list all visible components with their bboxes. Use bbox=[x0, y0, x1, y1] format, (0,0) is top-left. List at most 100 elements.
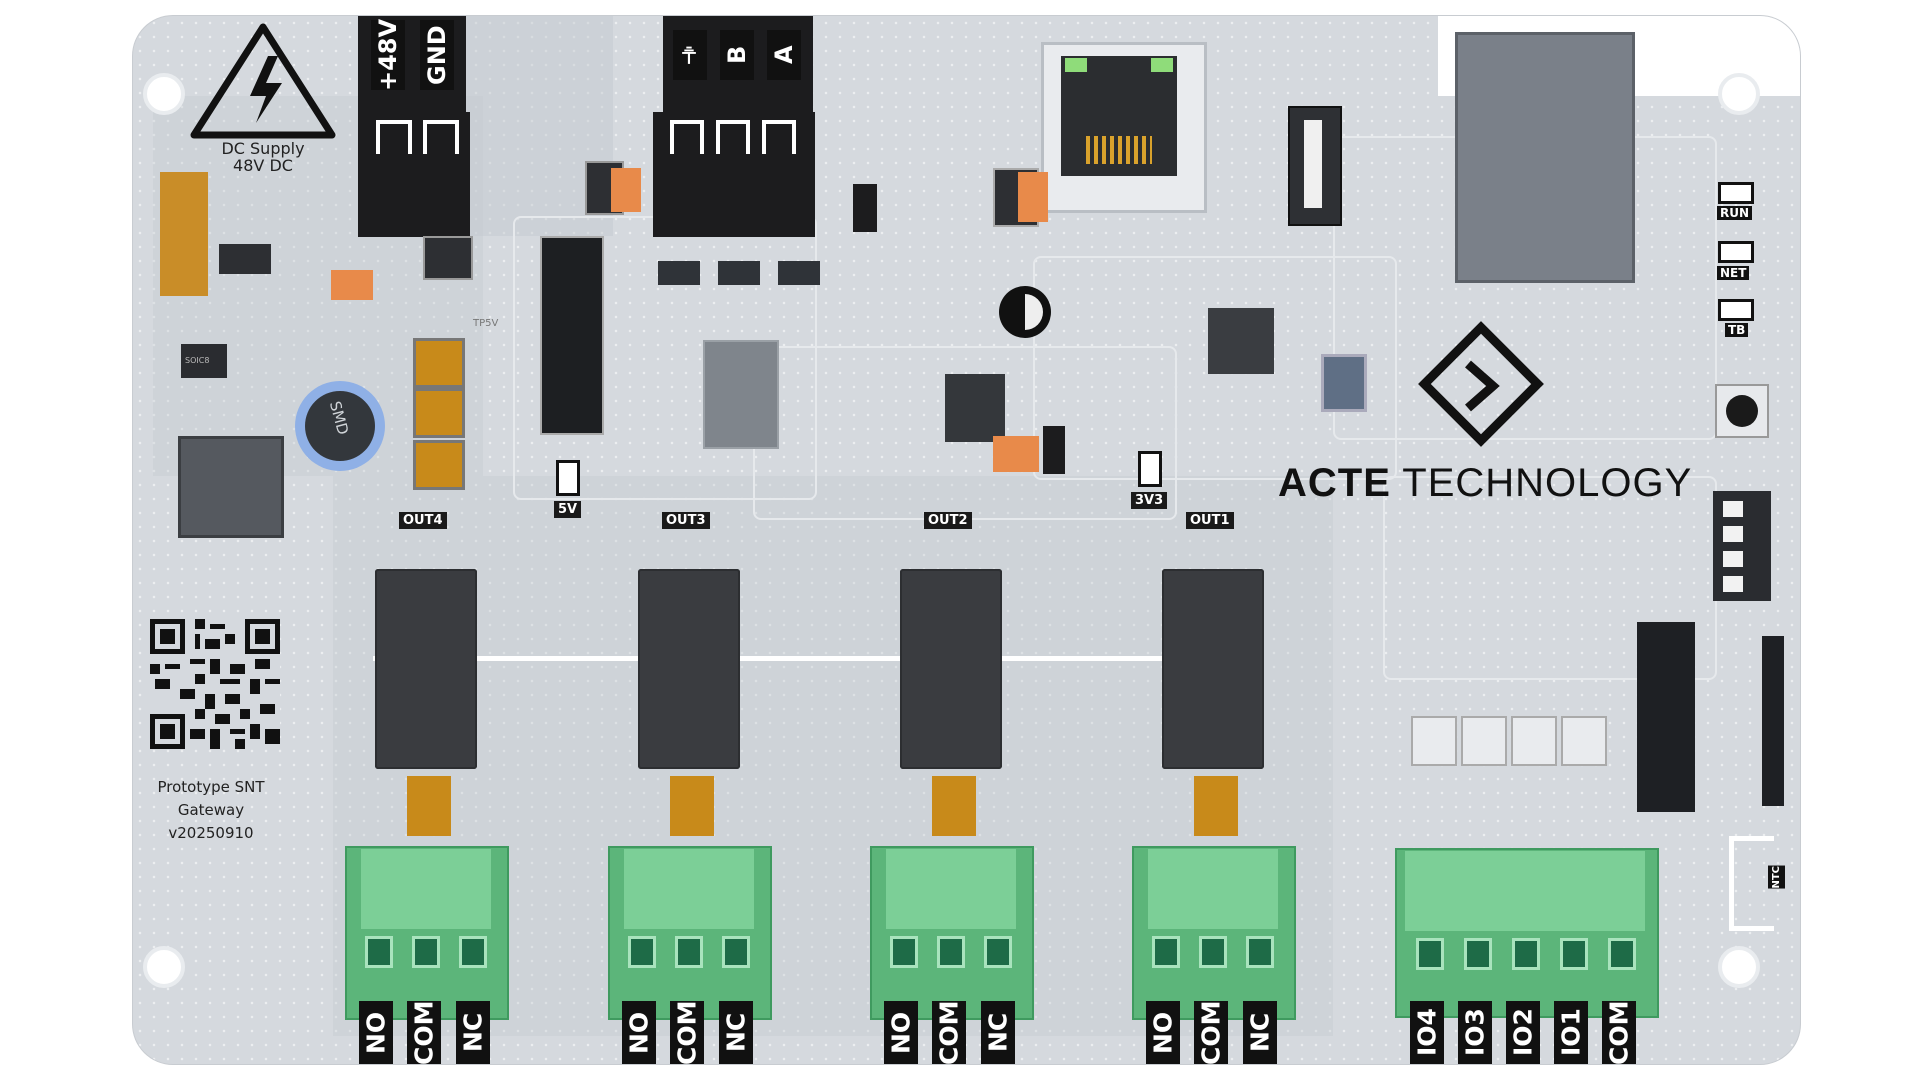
rs485-connector-body bbox=[653, 112, 815, 237]
optocoupler bbox=[1561, 716, 1607, 766]
rs485-pin-slot bbox=[670, 120, 704, 154]
terminal-label-com: COM bbox=[407, 1000, 441, 1064]
optocoupler bbox=[1461, 716, 1507, 766]
power-pin-plus48v: +48V bbox=[371, 19, 405, 91]
terminal-screw[interactable] bbox=[890, 936, 918, 968]
electrolytic-tantalum bbox=[160, 172, 208, 296]
terminal-block-top bbox=[1405, 851, 1645, 931]
terminal-label-no: NO bbox=[1146, 1001, 1180, 1064]
terminal-screw[interactable] bbox=[412, 936, 440, 968]
jumper[interactable] bbox=[853, 184, 877, 232]
varistor bbox=[1194, 776, 1238, 836]
inductor-core bbox=[305, 391, 375, 461]
ic-long bbox=[540, 236, 604, 435]
relay-out1 bbox=[1162, 569, 1264, 769]
ic-module bbox=[1637, 622, 1695, 812]
terminal-label-io1: IO1 bbox=[1554, 1001, 1588, 1064]
terminal-label-io4: IO4 bbox=[1410, 1001, 1444, 1064]
warning-line-1: DC Supply bbox=[221, 139, 305, 158]
jumper-3v3[interactable] bbox=[1138, 451, 1162, 487]
varistor bbox=[670, 776, 714, 836]
chip-soic8-label: SOIC8 bbox=[185, 356, 210, 365]
jumper[interactable] bbox=[1043, 426, 1065, 474]
terminal-screw[interactable] bbox=[1416, 938, 1444, 970]
terminal-screw[interactable] bbox=[722, 936, 750, 968]
chip-soic8 bbox=[181, 344, 227, 378]
rs485-pin-a: A bbox=[767, 30, 801, 80]
mounting-hole bbox=[1718, 73, 1760, 115]
varistor bbox=[407, 776, 451, 836]
dip-switch-toggle[interactable] bbox=[1723, 501, 1743, 517]
dip-switch-toggle[interactable] bbox=[1723, 576, 1743, 592]
jumper-5v[interactable] bbox=[556, 460, 580, 496]
ic-gray bbox=[703, 340, 779, 449]
optocoupler bbox=[1411, 716, 1457, 766]
pin-header bbox=[1762, 636, 1784, 806]
terminal-screw[interactable] bbox=[1199, 936, 1227, 968]
terminal-screw[interactable] bbox=[937, 936, 965, 968]
terminal-block-top bbox=[1148, 849, 1278, 929]
brand-name-bold: ACTE bbox=[1278, 461, 1391, 505]
mosfet bbox=[718, 261, 760, 285]
output-1-label: OUT1 bbox=[1186, 512, 1234, 529]
terminal-block-top bbox=[624, 849, 754, 929]
resistor-orange bbox=[611, 168, 641, 212]
dip-switch-toggle[interactable] bbox=[1723, 551, 1743, 567]
terminal-label-com: COM bbox=[932, 1000, 966, 1064]
pcb-board: DC Supply 48V DC +48V GND ⏚ B A ACTE TEC… bbox=[133, 16, 1800, 1064]
terminal-screw[interactable] bbox=[628, 936, 656, 968]
terminal-screw[interactable] bbox=[1246, 936, 1274, 968]
led-net-label: NET bbox=[1717, 266, 1750, 280]
microcontroller bbox=[1208, 308, 1274, 374]
regulator bbox=[945, 374, 1005, 442]
board-info-line-1: Prototype SNT bbox=[157, 778, 265, 796]
terminal-screw[interactable] bbox=[984, 936, 1012, 968]
relay-out2 bbox=[900, 569, 1002, 769]
rs485-pin-b: B bbox=[720, 30, 754, 80]
reset-button-cap bbox=[1726, 395, 1758, 427]
dip-switch-toggle[interactable] bbox=[1723, 526, 1743, 542]
warning-line-2: 48V DC bbox=[233, 156, 293, 175]
terminal-screw[interactable] bbox=[365, 936, 393, 968]
relay-out4 bbox=[375, 569, 477, 769]
brand-name: ACTE TECHNOLOGY bbox=[1278, 461, 1692, 506]
high-voltage-warning-icon bbox=[190, 23, 336, 139]
dip-switch[interactable] bbox=[1713, 491, 1771, 601]
terminal-label-no: NO bbox=[622, 1001, 656, 1064]
mounting-hole bbox=[143, 73, 185, 115]
led-run bbox=[1718, 182, 1754, 204]
terminal-screw[interactable] bbox=[675, 936, 703, 968]
trace bbox=[1033, 256, 1397, 480]
reset-button[interactable] bbox=[1715, 384, 1769, 438]
resistor-orange bbox=[1018, 172, 1048, 222]
terminal-screw[interactable] bbox=[1560, 938, 1588, 970]
output-4-label: OUT4 bbox=[399, 512, 447, 529]
terminal-label-nc: NC bbox=[981, 1001, 1015, 1064]
tp5v-label: TP5V bbox=[473, 318, 499, 329]
module-shield bbox=[1455, 32, 1635, 283]
qr-code-icon bbox=[150, 619, 280, 749]
optocoupler bbox=[1511, 716, 1557, 766]
rs485-pin-ground: ⏚ bbox=[673, 30, 707, 80]
usb-c-port bbox=[1304, 120, 1322, 208]
varistor bbox=[932, 776, 976, 836]
terminal-block-top bbox=[886, 849, 1016, 929]
ntc-bracket bbox=[1729, 836, 1774, 931]
output-3-label: OUT3 bbox=[662, 512, 710, 529]
terminal-label-no: NO bbox=[884, 1001, 918, 1064]
power-module bbox=[178, 436, 284, 538]
diode bbox=[423, 236, 473, 280]
terminal-screw[interactable] bbox=[459, 936, 487, 968]
terminal-screw[interactable] bbox=[1464, 938, 1492, 970]
warning-text: DC Supply 48V DC bbox=[188, 140, 338, 174]
terminal-screw[interactable] bbox=[1152, 936, 1180, 968]
terminal-screw[interactable] bbox=[1512, 938, 1540, 970]
acte-logo-icon bbox=[1418, 321, 1544, 447]
power-pin-slot bbox=[423, 120, 459, 154]
ethernet-pins bbox=[1086, 136, 1152, 164]
capacitor bbox=[413, 338, 465, 388]
led-run-label: RUN bbox=[1717, 206, 1753, 220]
terminal-label-nc: NC bbox=[719, 1001, 753, 1064]
power-pin-slot bbox=[376, 120, 412, 154]
terminal-screw[interactable] bbox=[1608, 938, 1636, 970]
